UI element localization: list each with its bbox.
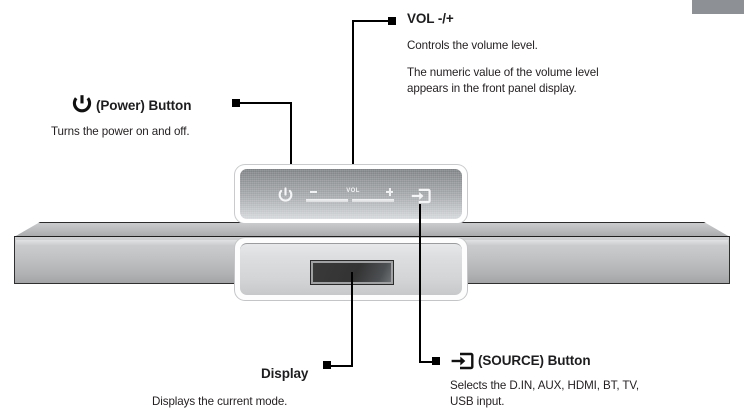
callout-body-source-line2: USB input.	[450, 395, 505, 408]
callout-node-power	[232, 99, 240, 107]
callout-title-volume: VOL -/+	[407, 11, 454, 26]
callout-title-power: (Power) Button	[96, 98, 192, 113]
control-panel-surface[interactable]	[240, 169, 462, 219]
panel-volume-label: VOL	[346, 188, 360, 194]
leader-source-horizontal	[419, 361, 437, 363]
panel-volume-up-icon-v[interactable]	[388, 188, 392, 196]
callout-title-source: (SOURCE) Button	[478, 353, 591, 368]
leader-volume-horizontal	[352, 20, 390, 22]
callout-body-power-line1: Turns the power on and off.	[51, 125, 190, 138]
callout-body-display-line1: Displays the current mode.	[152, 395, 288, 408]
panel-volume-down-icon[interactable]	[310, 191, 317, 194]
panel-volume-track-right[interactable]	[352, 199, 394, 202]
corner-tab-marker	[692, 0, 744, 14]
panel-volume-track-left[interactable]	[306, 199, 348, 202]
control-panel-texture	[240, 169, 462, 219]
callout-body-volume-line2: The numeric value of the volume level	[407, 66, 599, 79]
power-icon	[72, 95, 92, 113]
panel-source-icon[interactable]	[410, 188, 431, 204]
callout-node-display	[323, 361, 331, 369]
leader-display-horizontal	[330, 365, 353, 367]
leader-source-vertical	[419, 204, 421, 362]
callout-body-volume-line3: appears in the front panel display.	[407, 82, 577, 95]
callout-body-volume-line1: Controls the volume level.	[407, 39, 538, 52]
callout-node-volume	[388, 17, 396, 25]
soundbar-top-surface	[14, 222, 730, 237]
leader-display-vertical	[351, 272, 353, 366]
panel-power-icon[interactable]	[277, 187, 294, 204]
leader-power-horizontal	[240, 102, 292, 104]
leader-volume-vertical	[352, 20, 354, 172]
callout-node-source	[432, 357, 440, 365]
source-input-icon	[451, 352, 474, 370]
callout-body-source-line1: Selects the D.IN, AUX, HDMI, BT, TV,	[450, 379, 640, 392]
callout-title-display: Display	[261, 366, 309, 381]
leader-power-vertical	[290, 102, 292, 192]
